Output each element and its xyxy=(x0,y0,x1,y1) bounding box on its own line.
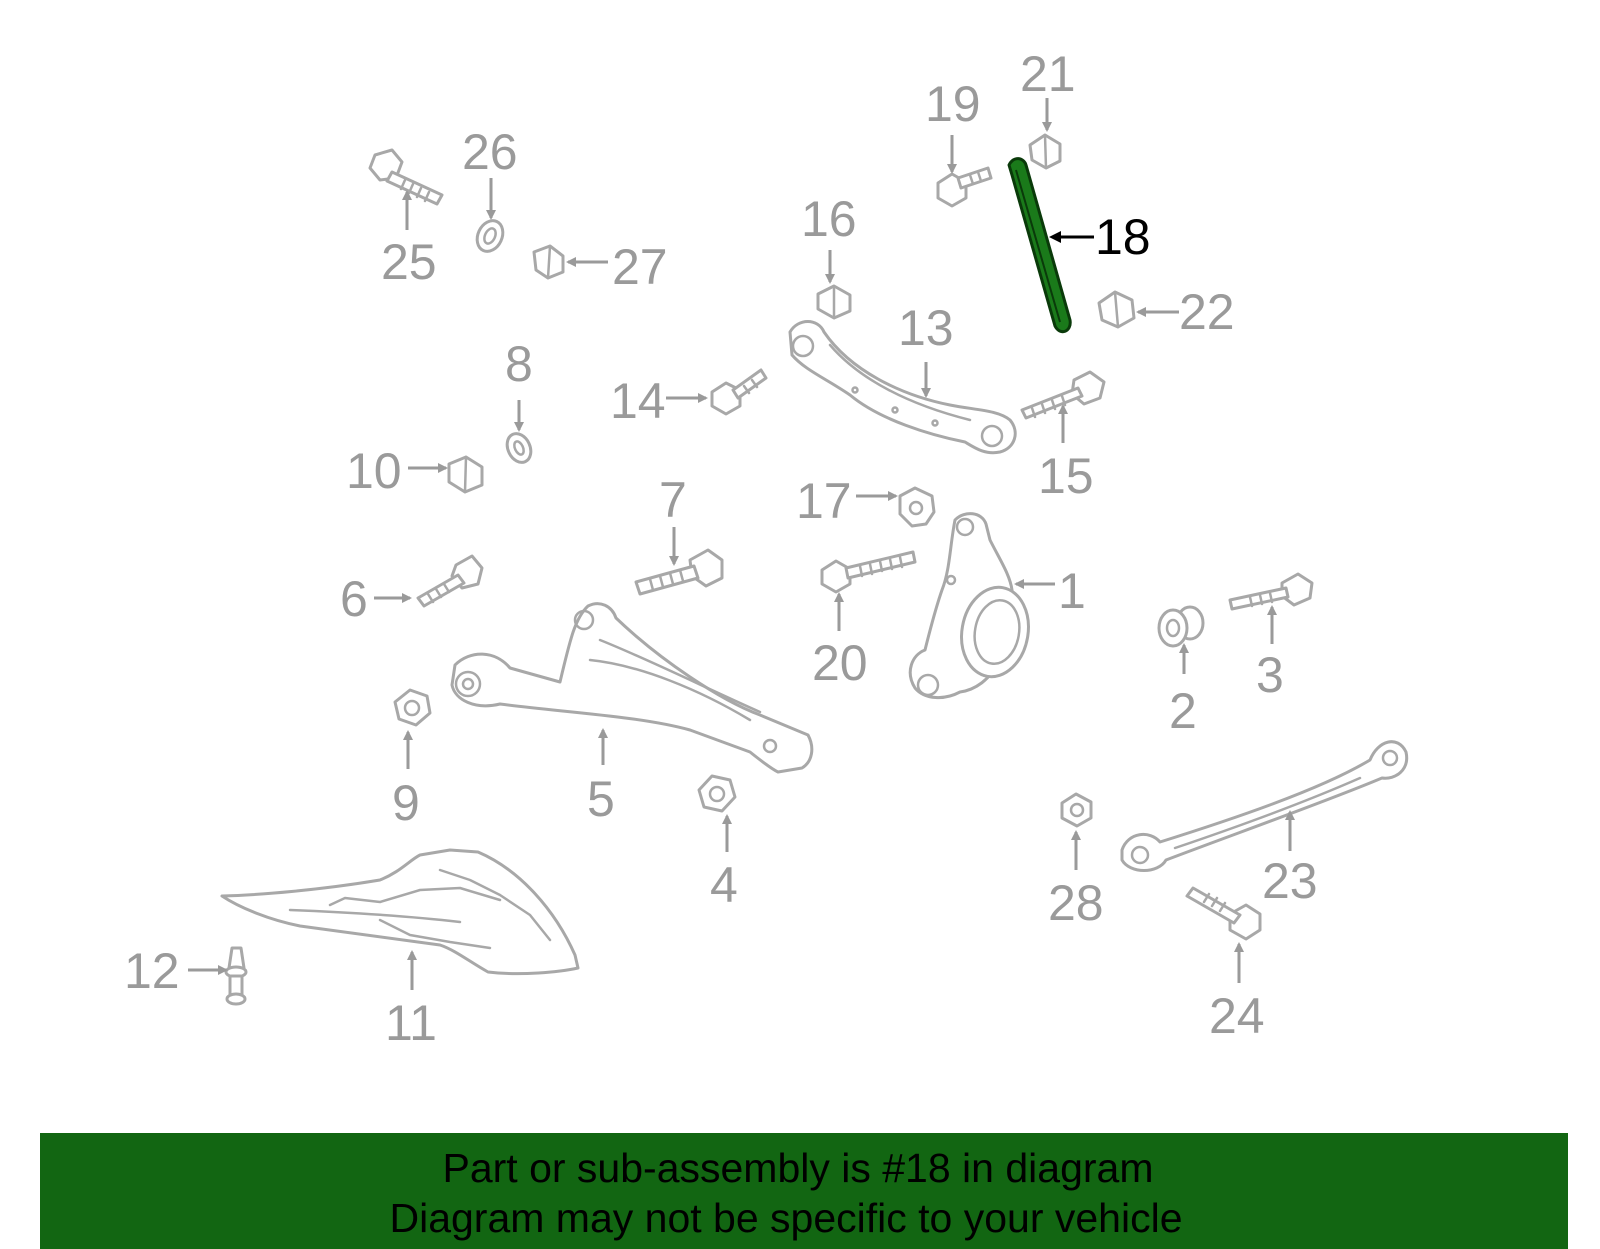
part-17-nut[interactable] xyxy=(898,486,936,528)
part-2-bushing[interactable] xyxy=(1157,605,1205,648)
part-20-bolt[interactable] xyxy=(820,550,917,594)
callout-16[interactable]: 16 xyxy=(801,191,857,247)
info-banner: Part or sub-assembly is #18 in diagram D… xyxy=(40,1133,1568,1249)
part-19-bolt[interactable] xyxy=(936,166,993,208)
part-28-nut[interactable] xyxy=(1060,792,1093,828)
part-6-bolt[interactable] xyxy=(416,554,484,608)
callout-2[interactable]: 2 xyxy=(1169,683,1197,739)
callout-5[interactable]: 5 xyxy=(587,771,615,827)
callout-21[interactable]: 21 xyxy=(1020,46,1076,102)
callout-24[interactable]: 24 xyxy=(1209,988,1265,1044)
part-12-clip[interactable] xyxy=(224,946,248,1006)
part-16-nut[interactable] xyxy=(816,284,852,320)
callout-7[interactable]: 7 xyxy=(659,472,687,528)
callout-11[interactable]: 11 xyxy=(385,995,437,1051)
callout-4[interactable]: 4 xyxy=(710,857,738,913)
part-1-knuckle[interactable] xyxy=(908,512,1035,699)
callout-20[interactable]: 20 xyxy=(812,635,868,691)
callout-6[interactable]: 6 xyxy=(340,571,368,627)
callout-8[interactable]: 8 xyxy=(505,336,533,392)
part-7-bolt[interactable] xyxy=(634,548,724,596)
part-21-nut[interactable] xyxy=(1028,133,1062,170)
part-22-nut[interactable] xyxy=(1097,290,1136,329)
part-8-washer[interactable] xyxy=(503,430,536,466)
part-5-control-arm[interactable] xyxy=(450,602,814,774)
callout-13[interactable]: 13 xyxy=(898,300,954,356)
part-27-nut[interactable] xyxy=(532,244,565,280)
part-13-upper-arm[interactable] xyxy=(788,320,1017,455)
part-18-link-highlighted[interactable] xyxy=(1007,157,1072,334)
callout-18-highlighted[interactable]: 18 xyxy=(1095,209,1151,265)
part-15-bolt[interactable] xyxy=(1020,370,1106,420)
callout-3[interactable]: 3 xyxy=(1256,647,1284,703)
callout-15[interactable]: 15 xyxy=(1038,448,1094,504)
callout-12[interactable]: 12 xyxy=(124,943,180,999)
callout-26[interactable]: 26 xyxy=(462,124,518,180)
banner-disclaimer: Diagram may not be specific to your vehi… xyxy=(389,1195,1183,1241)
callout-14[interactable]: 14 xyxy=(610,373,666,429)
callout-28[interactable]: 28 xyxy=(1048,875,1104,931)
callout-9[interactable]: 9 xyxy=(392,775,420,831)
part-23-trailing-link[interactable] xyxy=(1120,740,1409,872)
part-26-washer[interactable] xyxy=(472,216,507,255)
callout-10[interactable]: 10 xyxy=(346,443,402,499)
callout-22[interactable]: 22 xyxy=(1179,284,1235,340)
part-4-nut[interactable] xyxy=(697,774,737,813)
part-9-nut[interactable] xyxy=(393,688,432,727)
callout-1[interactable]: 1 xyxy=(1058,563,1086,619)
part-14-bolt[interactable] xyxy=(710,368,768,416)
callout-arrows xyxy=(188,98,1295,990)
callout-19[interactable]: 19 xyxy=(925,76,981,132)
part-24-bolt[interactable] xyxy=(1185,886,1262,941)
callout-25[interactable]: 25 xyxy=(381,234,437,290)
banner-part-notice: Part or sub-assembly is #18 in diagram xyxy=(442,1145,1154,1191)
part-3-bolt[interactable] xyxy=(1228,572,1314,611)
part-10-nut[interactable] xyxy=(447,455,484,494)
callout-17[interactable]: 17 xyxy=(796,473,852,529)
callout-27[interactable]: 27 xyxy=(612,239,668,295)
part-25-bolt[interactable] xyxy=(368,148,444,206)
callout-labels: 1 2 3 4 5 6 7 8 9 10 11 12 13 14 15 16 1… xyxy=(124,46,1318,1051)
part-11-shield[interactable] xyxy=(220,848,580,976)
callout-23[interactable]: 23 xyxy=(1262,853,1318,909)
